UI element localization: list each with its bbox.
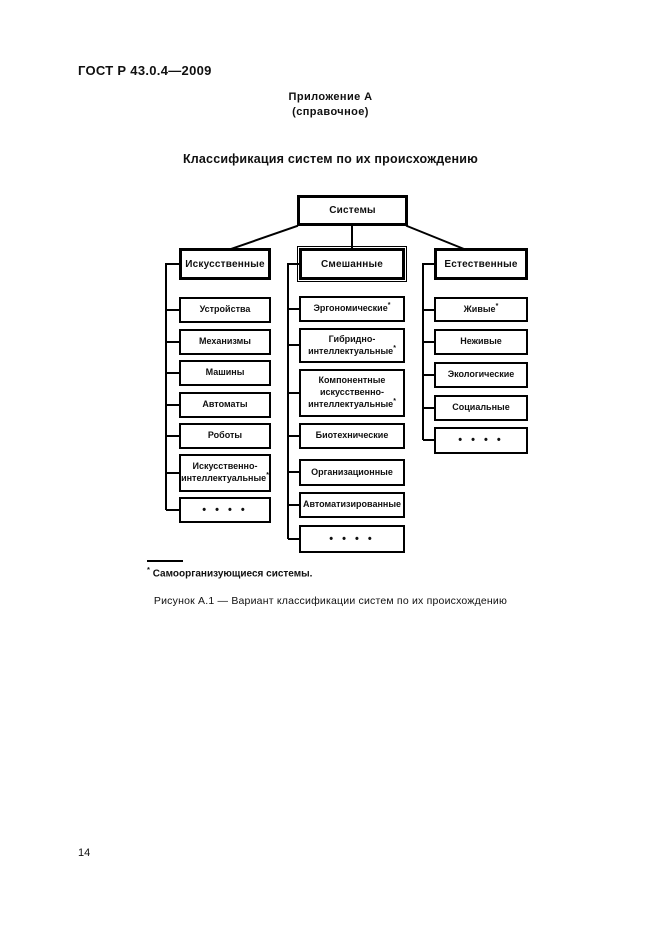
node-label: Устройства (199, 304, 251, 315)
node-label: Автоматизированные (302, 499, 402, 510)
node-label: Искусственно-интеллектуальные* (181, 461, 269, 484)
node-ergonomic: Эргономические* (299, 296, 405, 322)
label-text: Эргономические (313, 303, 388, 314)
node-label: Биотехнические (315, 430, 389, 441)
node-ecological: Экологические (434, 362, 528, 388)
node-label: Роботы (207, 430, 243, 441)
node-nonliving: Неживые (434, 329, 528, 355)
node-social: Социальные (434, 395, 528, 421)
category-mixed: Смешанные (297, 246, 407, 282)
page-number: 14 (78, 847, 91, 859)
doc-number: ГОСТ Р 43.0.4—2009 (78, 63, 212, 78)
node-automata: Автоматы (179, 392, 271, 418)
root-node-systems: Системы (297, 195, 408, 226)
connector-lines (165, 224, 466, 540)
node-mixed-ellipsis: • • • • (299, 525, 405, 553)
node-label: Системы (329, 205, 376, 216)
node-label: Компонентные искусственно-интеллектуальн… (304, 375, 400, 410)
footnote-mark: * (393, 397, 396, 405)
node-label: • • • • (458, 434, 504, 447)
node-label: • • • • (329, 532, 375, 545)
node-artificially-intellectual: Искусственно-интеллектуальные* (179, 454, 271, 492)
node-robots: Роботы (179, 423, 271, 449)
node-label: Автоматы (202, 399, 248, 410)
node-label: Гибридно-интеллектуальные* (304, 334, 400, 357)
label-text: Гибридно-интеллектуальные (308, 333, 394, 356)
node-mechanisms: Механизмы (179, 329, 271, 355)
node-label: Машины (205, 367, 245, 378)
label-text: Искусственно-интеллектуальные (181, 461, 267, 483)
footnote: * Самоорганизующиеся системы. (147, 565, 312, 579)
node-label: Экологические (447, 369, 515, 380)
node-label: Искусственные (185, 258, 265, 270)
diagram-title: Классификация систем по их происхождению (182, 152, 479, 166)
node-machines: Машины (179, 360, 271, 386)
node-automated: Автоматизированные (299, 492, 405, 518)
footnote-mark: * (393, 344, 396, 352)
label-text: Живые (463, 303, 496, 314)
node-label: • • • • (202, 503, 248, 516)
node-devices: Устройства (179, 297, 271, 323)
node-label: Живые* (463, 302, 499, 316)
footnote-separator (147, 560, 183, 562)
node-natural-ellipsis: • • • • (434, 427, 528, 454)
footnote-text: Самоорганизующиеся системы. (152, 568, 313, 580)
node-biotechnical: Биотехнические (299, 423, 405, 449)
footnote-mark: * (266, 472, 269, 479)
node-label: Естественные (444, 258, 518, 270)
node-label: Неживые (460, 336, 502, 347)
node-label: Механизмы (199, 336, 251, 347)
figure-caption: Рисунок А.1 — Вариант классификации сист… (153, 595, 508, 607)
node-hybrid-intellectual: Гибридно-интеллектуальные* (299, 328, 405, 363)
annex-title: Приложение А (288, 91, 373, 103)
node-label: Социальные (452, 402, 510, 413)
footnote-mark: * (387, 302, 391, 310)
node-component-artificial-intellectual: Компонентные искусственно-интеллектуальн… (299, 369, 405, 417)
category-artificial: Искусственные (179, 248, 271, 280)
annex-subtitle: (справочное) (292, 106, 369, 118)
node-label: Эргономические* (313, 302, 391, 315)
label-text: Компонентные искусственно-интеллектуальн… (308, 375, 394, 409)
node-label: Смешанные (320, 258, 384, 270)
footnote-mark: * (495, 302, 499, 310)
node-artificial-ellipsis: • • • • (179, 497, 271, 523)
node-organizational: Организационные (299, 459, 405, 486)
node-living: Живые* (434, 297, 528, 322)
category-natural: Естественные (434, 248, 528, 280)
footnote-marker: * (147, 565, 150, 574)
node-label: Организационные (311, 466, 393, 477)
